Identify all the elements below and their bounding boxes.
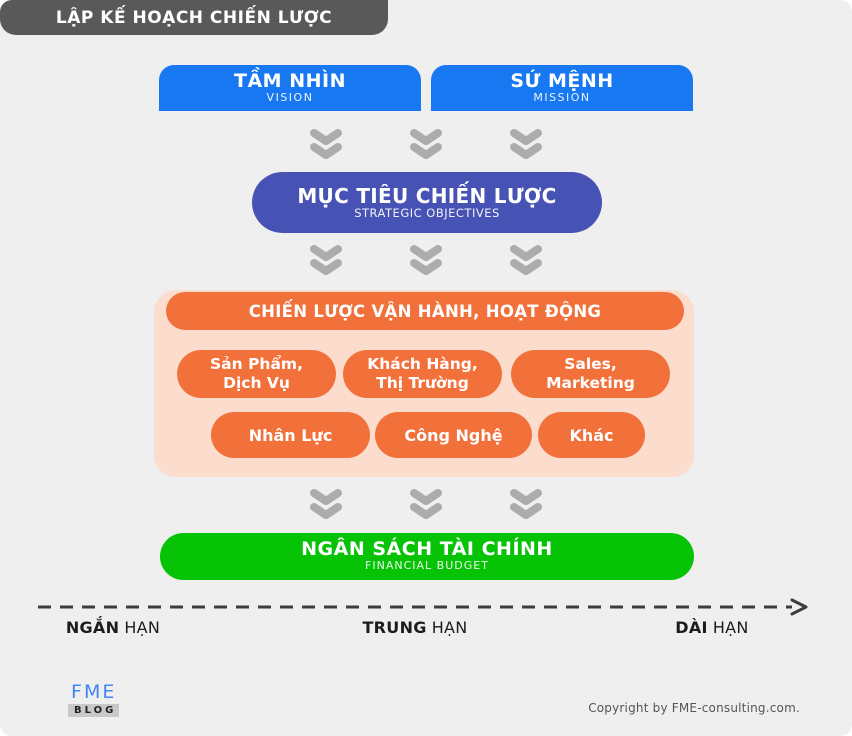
budget-title: NGÂN SÁCH TÀI CHÍNH: [301, 538, 553, 561]
chevron-double-down-icon: [510, 129, 542, 159]
chevron-double-down-icon: [310, 129, 342, 159]
chevron-double-down-icon: [410, 489, 442, 519]
chevron-double-down-icon: [510, 489, 542, 519]
chevron-row-3: [308, 489, 544, 521]
op-label-line: Khách Hàng,: [367, 354, 478, 373]
objectives-subtitle: STRATEGIC OBJECTIVES: [354, 205, 500, 220]
op-box-human-resources: Nhân Lực: [211, 412, 370, 458]
chevron-row-2: [308, 245, 544, 277]
chevron-double-down-icon: [310, 245, 342, 275]
op-label: Nhân Lực: [248, 425, 333, 445]
chevron-double-down-icon: [310, 489, 342, 519]
objectives-title: MỤC TIÊU CHIẾN LƯỢC: [297, 183, 557, 208]
op-label: Khác: [569, 425, 614, 445]
timeline-label-bold: NGẮN: [65, 618, 120, 637]
op-label-line: Sản Phẩm,: [210, 354, 303, 373]
timeline-label-bold: DÀI: [675, 618, 708, 637]
vision-subtitle: VISION: [266, 90, 314, 104]
op-label-line: Marketing: [546, 374, 635, 392]
op-label: Công Nghệ: [404, 425, 503, 445]
op-box-customers-market: Khách Hàng, Thị Trường: [343, 350, 502, 398]
op-box-other: Khác: [538, 412, 645, 458]
chevron-double-down-icon: [410, 129, 442, 159]
strategic-objectives-box: MỤC TIÊU CHIẾN LƯỢC STRATEGIC OBJECTIVES: [252, 172, 602, 233]
operations-header: CHIẾN LƯỢC VẬN HÀNH, HOẠT ĐỘNG: [166, 292, 684, 330]
vision-title: TẦM NHÌN: [234, 69, 346, 92]
budget-subtitle: FINANCIAL BUDGET: [365, 559, 489, 573]
chevron-double-down-icon: [510, 245, 542, 275]
dashed-arrow-right-icon: [38, 598, 808, 616]
op-label-line: Sales,: [564, 354, 617, 373]
mission-title: SỨ MỆNH: [510, 69, 614, 92]
timeline-label-rest: HẠN: [712, 618, 749, 637]
timeline-label-rest: HẠN: [431, 618, 468, 637]
logo-fme-text: FME: [71, 681, 117, 703]
op-box-products-services: Sản Phẩm, Dịch Vụ: [177, 350, 336, 398]
mission-subtitle: MISSION: [533, 90, 591, 104]
timeline-label-rest: HẠN: [124, 618, 161, 637]
logo-blog-badge: BLOG: [68, 703, 120, 717]
mission-box: SỨ MỆNH MISSION: [431, 65, 693, 111]
timeline-label-bold: TRUNG: [362, 618, 427, 637]
op-label-line: Dịch Vụ: [223, 374, 290, 392]
financial-budget-box: NGÂN SÁCH TÀI CHÍNH FINANCIAL BUDGET: [160, 533, 694, 580]
copyright-text: Copyright by FME-consulting.com.: [588, 701, 800, 715]
chevron-double-down-icon: [410, 245, 442, 275]
op-label-line: Thị Trường: [376, 374, 469, 392]
operations-header-label: CHIẾN LƯỢC VẬN HÀNH, HOẠT ĐỘNG: [248, 301, 602, 321]
chevron-row-1: [308, 129, 544, 161]
diagram-title-ribbon: LẬP KẾ HOẠCH CHIẾN LƯỢC: [0, 0, 388, 35]
vision-box: TẦM NHÌN VISION: [159, 65, 421, 111]
op-box-sales-marketing: Sales, Marketing: [511, 350, 670, 398]
fme-blog-logo: FME BLOG: [68, 681, 120, 717]
page-title: LẬP KẾ HOẠCH CHIẾN LƯỢC: [55, 7, 333, 28]
op-box-technology: Công Nghệ: [375, 412, 532, 458]
